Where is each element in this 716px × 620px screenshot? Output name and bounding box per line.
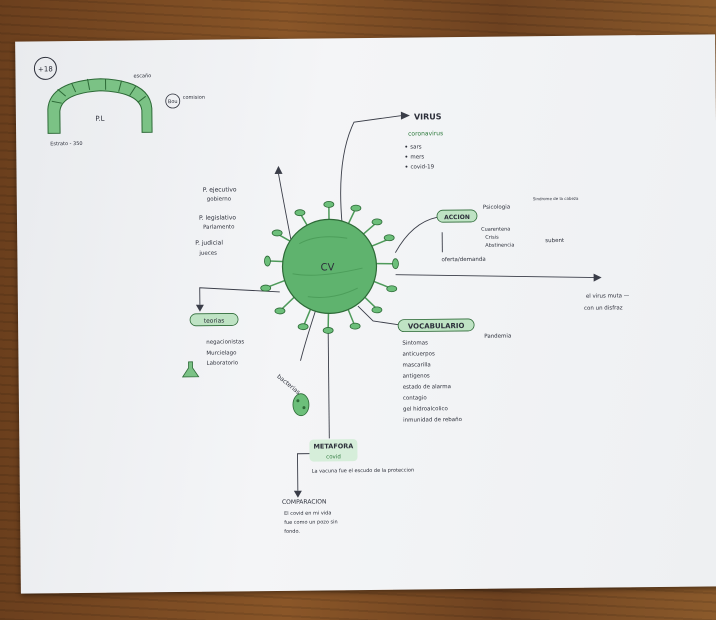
comparacion-line-2: fondo. [284,529,300,535]
virus-title: VIRUS [414,112,442,121]
virus-center-label: CV [321,262,335,273]
virus-item-0: sars [410,144,422,150]
vocab-item-3: antigenos [403,373,430,379]
powers-branch: P. ejecutivo gobierno P. legislativo Par… [195,186,237,257]
bacterias-branch: bacterias [275,373,310,417]
vocab-item-7: inmunidad de rebaño [403,417,463,424]
vocab-item-0: Sintomas [402,340,428,346]
bacterias-label: bacterias [275,373,301,396]
muta-line2: con un disfraz [584,305,623,311]
vocab-item-2: mascarilla [403,362,431,368]
power-1-line2: Parlamento [203,224,235,230]
accion-item-0: Cuarentena [481,227,510,233]
accion-sindrome: Sindrome de la cabeza [533,196,579,201]
mind-map-drawing: +18 P.L escaño Estrato - 350 Bou comisio… [33,56,630,535]
arch-label-inside: P.L [95,115,104,123]
paper-sheet: +18 P.L escaño Estrato - 350 Bou comisio… [15,34,716,594]
age-badge: +18 [33,56,57,80]
comparacion-line-1: fue como un pozo sin [284,519,338,526]
teorias-title: teorias [204,318,225,325]
power-1-line1: P. legislativo [199,214,236,221]
metafora-branch: METAFORA covid La vacuna fue el escudo d… [309,439,414,475]
virus-item-2: covid-19 [410,164,434,170]
vocabulario-branch: VOCABULARIO Pandemia Sintomas anticuerpo… [397,318,511,424]
power-0-line1: P. ejecutivo [203,186,237,193]
teorias-item-2: Laboratorio [206,360,238,366]
teorias-item-1: Murcielago [206,350,237,356]
metafora-text: La vacuna fue el escudo de la proteccion [312,468,415,475]
accion-item-2: Abstinencia [485,242,514,248]
power-2-line1: P. judicial [195,240,223,247]
accion-item-1: Crisis [485,235,499,241]
muta-line1: el virus muta — [586,293,630,299]
comparacion-title: COMPARACION [282,498,327,505]
arch-side-text: comision [183,95,205,101]
connector-lines [199,115,598,491]
comparacion-branch: COMPARACION El covid en mi vida fue como… [282,498,338,535]
accion-psicologia: Psicologia [483,205,510,211]
muta-branch: el virus muta — con un disfraz [584,293,630,311]
vocab-item-5: contagio [403,395,427,401]
flask-icon [181,361,200,378]
metafora-title: METAFORA [313,442,353,450]
accion-subent: subent [545,238,565,244]
teorias-item-0: negacionistas [206,339,244,345]
virus-branch: VIRUS coronavirus sars mers covid-19 [405,112,443,171]
metafora-subtitle: covid [326,454,341,460]
power-2-line2: jueces [198,251,217,257]
arch-label-top: escaño [133,73,151,79]
vocab-item-4: estado de alarma [403,384,451,391]
vocab-title: VOCABULARIO [408,322,465,331]
coronavirus-drawing: CV [260,201,399,334]
teorias-branch: teorias negacionistas Murcielago Laborat… [181,313,244,378]
arch-label-bottom: Estrato - 350 [50,141,82,147]
virus-item-1: mers [410,154,424,160]
vocab-item-1: anticuerpos [402,351,435,357]
arch-side-circle: Bou [168,99,178,105]
accion-oferta: oferta/demanda [441,257,485,263]
comparacion-line-0: El covid en mi vida [284,510,331,516]
badge-text: +18 [38,65,53,73]
parliament-arch-drawing: P.L escaño Estrato - 350 Bou comision [47,73,205,147]
power-0-line2: gobierno [207,196,232,202]
virus-subtitle: coronavirus [408,130,443,137]
accion-title: ACCION [444,214,470,221]
vocab-item-6: gel hidroalcolico [403,406,449,412]
arrow-heads [195,111,602,498]
vocab-side: Pandemia [484,334,511,340]
bacteria-icon [292,393,310,417]
accion-branch: ACCION Psicologia Sindrome de la cabeza … [436,196,579,263]
